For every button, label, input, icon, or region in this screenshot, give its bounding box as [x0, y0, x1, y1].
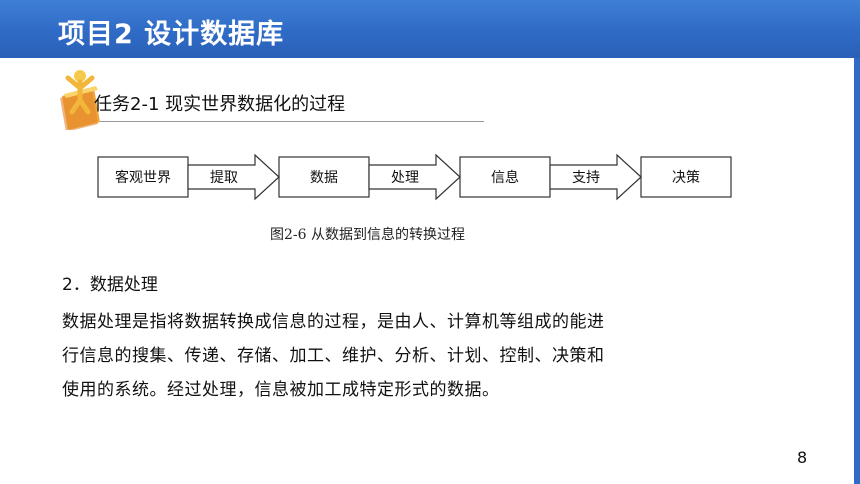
- arrow-label-extract: 提取: [210, 170, 238, 186]
- arrow-support: [549, 153, 642, 201]
- box-information: [459, 156, 551, 198]
- figure-caption: 图2-6 从数据到信息的转换过程: [270, 227, 465, 243]
- right-accent-bar: [854, 58, 860, 484]
- slide-title: 项目2 设计数据库: [58, 19, 285, 50]
- task-person-icon: [60, 70, 100, 130]
- arrow-process: [368, 153, 461, 201]
- slide-header-bar: 项目2 设计数据库: [0, 0, 860, 58]
- body-line: 使用的系统。经过处理，信息被加工成特定形式的数据。: [62, 380, 500, 400]
- body-line: 数据处理是指将数据转换成信息的过程，是由人、计算机等组成的能进: [62, 312, 605, 332]
- box-data: [278, 156, 370, 198]
- box-label-data: 数据: [310, 170, 338, 186]
- task-title: 任务2-1 现实世界数据化的过程: [94, 94, 346, 115]
- arrow-extract: [187, 153, 280, 201]
- task-underline: [100, 121, 484, 122]
- box-label-information: 信息: [491, 169, 519, 186]
- box-objective-world: [97, 156, 189, 198]
- section-heading: 2．数据处理: [62, 275, 158, 295]
- page-number: 8: [797, 448, 808, 467]
- arrow-label-support: 支持: [572, 170, 600, 186]
- box-decision: [640, 156, 732, 198]
- box-label-decision: 决策: [672, 169, 700, 186]
- box-label-objective-world: 客观世界: [115, 169, 171, 186]
- arrow-label-process: 处理: [391, 170, 419, 186]
- body-line: 行信息的搜集、传递、存储、加工、维护、分析、计划、控制、决策和: [62, 346, 605, 366]
- section-body: 数据处理是指将数据转换成信息的过程，是由人、计算机等组成的能进 行信息的搜集、传…: [62, 305, 742, 407]
